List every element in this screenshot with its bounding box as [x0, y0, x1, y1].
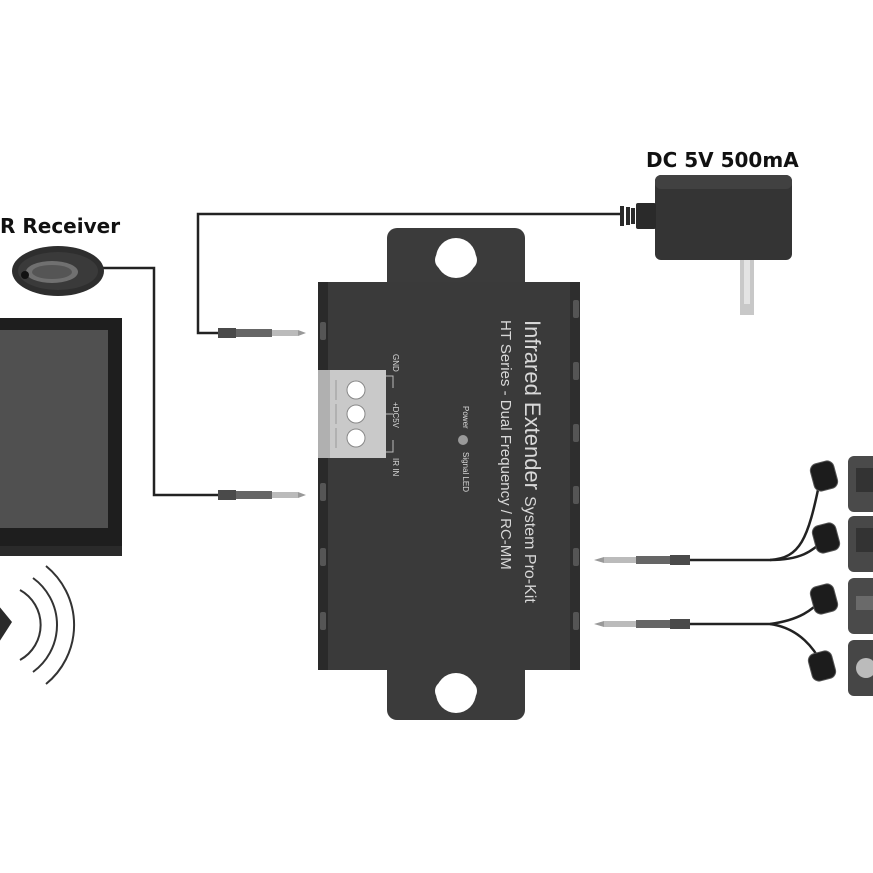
led-label-power: Power	[461, 406, 470, 429]
ir-extender-device	[318, 282, 580, 670]
av-equipment-icon	[848, 456, 873, 696]
terminal-label-ir-in: IR IN	[391, 458, 400, 477]
ir-receiver-eye-icon	[12, 246, 104, 296]
device-title-main: Infrared Extender	[520, 320, 545, 490]
emitter-cable-lower	[688, 597, 825, 626]
power-cable	[196, 212, 620, 335]
ir-receiver-cable	[100, 266, 222, 497]
tv-icon	[0, 318, 122, 556]
jack-power	[218, 328, 306, 338]
device-title-suffix: System Pro-Kit	[521, 496, 538, 603]
device-title: Infrared Extender System Pro-Kit	[519, 320, 545, 603]
mounting-flange-top	[387, 228, 525, 298]
led-label-signal: Signal LED	[461, 452, 470, 493]
device-subtitle: HT Series - Dual Frequency / RC-MM	[497, 320, 514, 570]
side-ports-left	[320, 322, 326, 630]
side-ports-right	[573, 300, 579, 630]
signal-led	[458, 435, 468, 445]
ir-emitter-icon	[807, 460, 841, 682]
cables	[100, 212, 827, 665]
terminal-label-gnd: GND	[391, 354, 400, 372]
terminal-block	[318, 370, 394, 458]
ir-receiver-label: R Receiver	[0, 214, 121, 238]
power-supply-label: DC 5V 500mA	[646, 148, 799, 172]
remote-control-icon	[0, 565, 76, 685]
power-adapter-icon	[620, 175, 792, 315]
terminal-label-dc5v: +DC5V	[391, 402, 400, 429]
jack-emitter-1	[594, 555, 690, 565]
jack-ir-in	[218, 490, 306, 500]
emitter-cable-upper	[688, 479, 822, 562]
jack-emitter-2	[594, 619, 690, 629]
